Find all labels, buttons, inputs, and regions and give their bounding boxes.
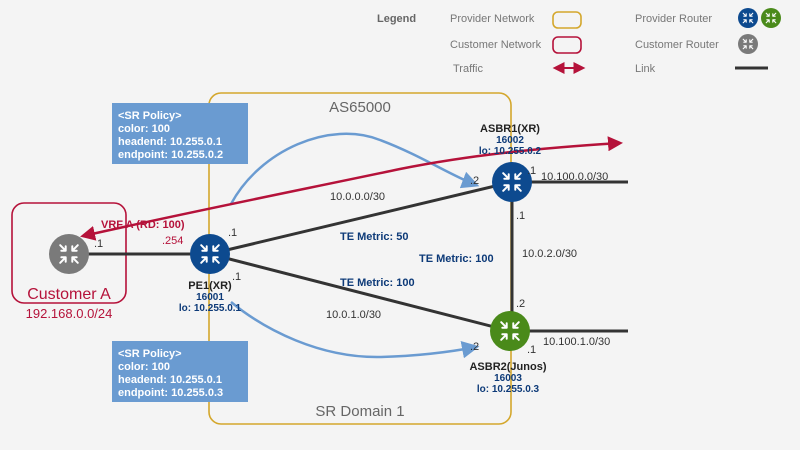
as-label: AS65000 <box>329 99 391 116</box>
asbr2-ext-if: .1 <box>527 344 536 356</box>
pe1-sid: 16001 <box>196 292 224 303</box>
customer-name: Customer A <box>27 286 111 303</box>
pe1-name: PE1(XR) <box>188 280 232 292</box>
asbr2-loopback: lo: 10.255.0.3 <box>477 384 540 395</box>
legend-customer-router-icon <box>738 34 758 54</box>
pe1-asbr1-asbr-if: .2 <box>470 175 479 187</box>
customer-router <box>49 234 89 274</box>
ce-interface-label: .1 <box>94 238 103 250</box>
legend-provider-router-icon-blue <box>738 8 758 28</box>
legend-customer-network-label: Customer Network <box>450 39 542 51</box>
legend-customer-network-swatch <box>552 36 582 54</box>
asbr2-router <box>490 311 530 351</box>
pe1-asbr2-te-metric: TE Metric: 100 <box>340 277 415 289</box>
legend-provider-router-icon-green <box>761 8 781 28</box>
asbr1-asbr2-te-metric: TE Metric: 100 <box>419 253 494 265</box>
legend-title: Legend <box>377 13 416 25</box>
asbr2-sid: 16003 <box>494 373 522 384</box>
pe1-asbr1-pe-if: .1 <box>228 227 237 239</box>
sr-policy-1-endpoint: endpoint: 10.255.0.2 <box>118 149 223 161</box>
asbr2-ext-subnet: 10.100.1.0/30 <box>543 336 610 348</box>
asbr1-asbr2-subnet: 10.0.2.0/30 <box>522 248 577 260</box>
asbr1-router <box>492 162 532 202</box>
asbr1-name: ASBR1(XR) <box>480 123 540 135</box>
pe1-asbr1-subnet: 10.0.0.0/30 <box>330 191 385 203</box>
sr-policy-2-title: <SR Policy> <box>118 348 182 360</box>
pe1-vrf-interface-label: .254 <box>162 235 183 247</box>
pe1-loopback: lo: 10.255.0.1 <box>179 303 242 314</box>
legend: Legend Provider Network Customer Network… <box>377 8 781 75</box>
link-pe1-asbr2 <box>209 252 511 333</box>
asbr1-asbr2-asbr2-if: .2 <box>516 298 525 310</box>
sr-policy-path-2 <box>230 301 480 359</box>
sr-policy-box-1-bg <box>112 103 248 164</box>
legend-provider-network-swatch <box>552 11 582 29</box>
legend-provider-network-label: Provider Network <box>450 13 535 25</box>
sr-policy-box-2-bg <box>112 341 248 402</box>
legend-provider-router-label: Provider Router <box>635 13 712 25</box>
asbr1-ext-if: .1 <box>527 165 536 177</box>
customer-prefix: 192.168.0.0/24 <box>26 306 113 321</box>
asbr1-loopback: lo: 10.255.0.2 <box>479 146 542 157</box>
legend-traffic-label: Traffic <box>453 63 483 75</box>
pe1-router <box>190 234 230 274</box>
sr-domain-label: SR Domain 1 <box>315 403 404 420</box>
sr-policy-2-color: color: 100 <box>118 361 170 373</box>
pe1-asbr2-asbr-if: .2 <box>470 341 479 353</box>
sr-policy-2-headend: headend: 10.255.0.1 <box>118 374 222 386</box>
legend-customer-router-label: Customer Router <box>635 39 719 51</box>
asbr1-sid: 16002 <box>496 135 524 146</box>
sr-policy-box-2: <SR Policy> color: 100 headend: 10.255.0… <box>112 341 248 402</box>
asbr2-name: ASBR2(Junos) <box>469 361 546 373</box>
sr-policy-2-endpoint: endpoint: 10.255.0.3 <box>118 387 223 399</box>
sr-policy-1-title: <SR Policy> <box>118 110 182 122</box>
pe1-asbr2-pe-if: .1 <box>232 271 241 283</box>
vrf-label: VRF A (RD: 100) <box>101 219 185 231</box>
vrf-traffic-arrow <box>80 136 623 241</box>
sr-policy-1-headend: headend: 10.255.0.1 <box>118 136 222 148</box>
sr-policy-1-color: color: 100 <box>118 123 170 135</box>
asbr1-asbr2-asbr1-if: .1 <box>516 210 525 222</box>
legend-link-label: Link <box>635 63 656 75</box>
pe1-asbr2-subnet: 10.0.1.0/30 <box>326 309 381 321</box>
asbr1-ext-subnet: 10.100.0.0/30 <box>541 171 608 183</box>
pe1-asbr1-te-metric: TE Metric: 50 <box>340 231 408 243</box>
sr-policy-box-1: <SR Policy> color: 100 headend: 10.255.0… <box>112 103 248 164</box>
